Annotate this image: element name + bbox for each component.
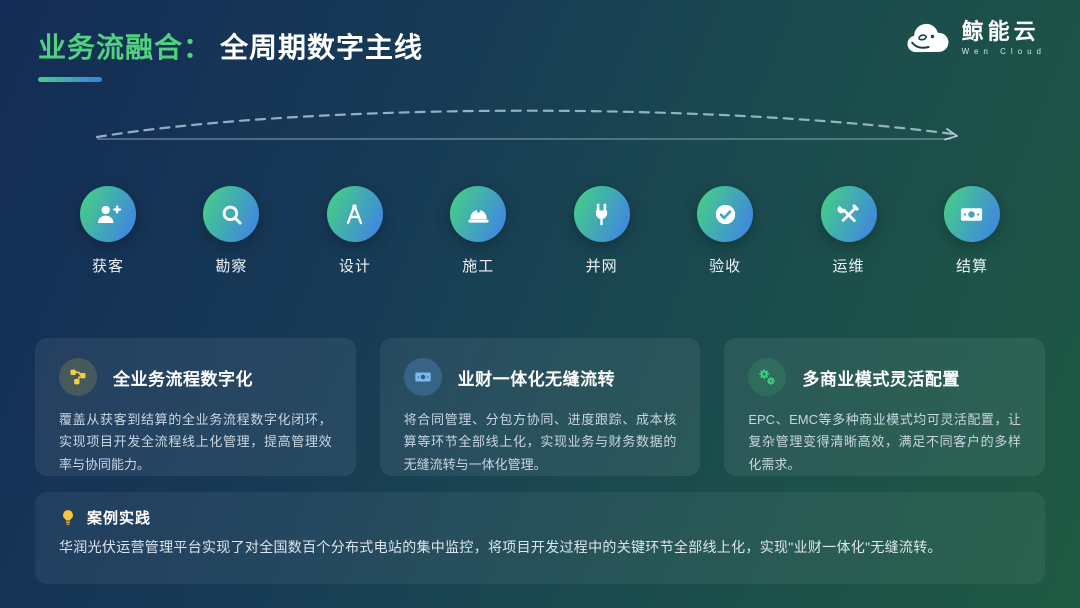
lightbulb-icon — [63, 509, 73, 525]
user-add-icon — [97, 205, 121, 223]
step-circle — [573, 186, 630, 242]
case-head: 案例实践 — [59, 507, 1021, 528]
card-body: 覆盖从获客到结算的全业务流程数字化闭环，实现项目开发全流程线上化管理，提高管理效… — [59, 412, 332, 472]
helmet-icon — [468, 207, 489, 223]
page-title-highlight: 业务流融合： — [38, 32, 213, 63]
step-operation: 运维 — [811, 186, 887, 276]
step-label: 运维 — [832, 258, 865, 275]
compass-icon — [347, 203, 363, 224]
step-label: 设计 — [338, 258, 371, 275]
title-underline — [38, 77, 102, 82]
flow-nodes-icon — [59, 358, 97, 396]
brand-text: 鲸能云 Wen Cloud — [961, 18, 1046, 56]
card-process-digitalization: 全业务流程数字化 覆盖从获客到结算的全业务流程数字化闭环，实现项目开发全流程线上… — [35, 338, 356, 476]
banknote-icon — [403, 358, 442, 396]
gears-icon — [748, 358, 787, 396]
step-acquisition: 获客 — [70, 186, 146, 276]
whale-cloud-icon — [907, 23, 949, 53]
card-title: 业财一体化无缝流转 — [457, 369, 616, 389]
process-steps: 获客 勘察 设计 — [70, 186, 1010, 276]
tools-icon — [837, 203, 859, 222]
brand-logo: 鲸能云 Wen Cloud — [902, 20, 1046, 56]
step-circle — [80, 186, 136, 242]
brand-name: 鲸能云 — [961, 18, 1040, 44]
card-head: 多商业模式灵活配置 — [748, 358, 1021, 396]
step-settlement: 结算 — [934, 186, 1010, 276]
step-circle — [326, 186, 383, 242]
feature-cards: 全业务流程数字化 覆盖从获客到结算的全业务流程数字化闭环，实现项目开发全流程线上… — [35, 338, 1045, 476]
plug-icon — [596, 203, 608, 225]
card-head: 全业务流程数字化 — [59, 358, 332, 396]
step-label: 结算 — [955, 258, 988, 275]
card-business-finance: 业财一体化无缝流转 将合同管理、分包方协同、进度跟踪、成本核算等环节全部线上化，… — [379, 338, 701, 476]
step-circle — [943, 186, 1000, 242]
case-title: 案例实践 — [87, 510, 152, 527]
step-design: 设计 — [317, 186, 393, 276]
step-circle — [450, 186, 507, 242]
step-label: 并网 — [585, 258, 618, 275]
step-label: 施工 — [462, 258, 495, 275]
brand-subtitle: Wen Cloud — [961, 46, 1046, 56]
card-title: 全业务流程数字化 — [113, 369, 253, 389]
step-circle — [697, 186, 754, 242]
step-circle — [820, 186, 877, 242]
case-practice-card: 案例实践 华润光伏运营管理平台实现了对全国数百个分布式电站的集中监控，将项目开发… — [35, 492, 1045, 584]
case-body: 华润光伏运营管理平台实现了对全国数百个分布式电站的集中监控，将项目开发过程中的关… — [59, 539, 942, 555]
banknote-icon — [961, 207, 983, 221]
page-title: 业务流融合：全周期数字主线 — [38, 26, 423, 66]
step-label: 验收 — [709, 258, 742, 275]
page-title-rest: 全周期数字主线 — [220, 32, 424, 63]
step-acceptance: 验收 — [687, 186, 763, 276]
card-title: 多商业模式灵活配置 — [802, 369, 960, 389]
card-head: 业财一体化无缝流转 — [403, 358, 677, 396]
step-survey: 勘察 — [193, 186, 269, 276]
card-body: EPC、EMC等多种商业模式均可灵活配置，让复杂管理变得清晰高效，满足不同客户的… — [748, 412, 1021, 472]
step-label: 勘察 — [215, 258, 248, 275]
step-label: 获客 — [91, 258, 124, 275]
step-circle — [203, 186, 260, 242]
search-icon — [222, 205, 242, 225]
step-grid-connection: 并网 — [564, 186, 640, 276]
check-circle-icon — [715, 204, 735, 224]
card-business-models: 多商业模式灵活配置 EPC、EMC等多种商业模式均可灵活配置，让复杂管理变得清晰… — [724, 338, 1045, 476]
header: 业务流融合：全周期数字主线 — [38, 26, 423, 82]
card-body: 将合同管理、分包方协同、进度跟踪、成本核算等环节全部线上化，实现业务与财务数据的… — [403, 412, 677, 472]
step-construction: 施工 — [440, 186, 516, 276]
